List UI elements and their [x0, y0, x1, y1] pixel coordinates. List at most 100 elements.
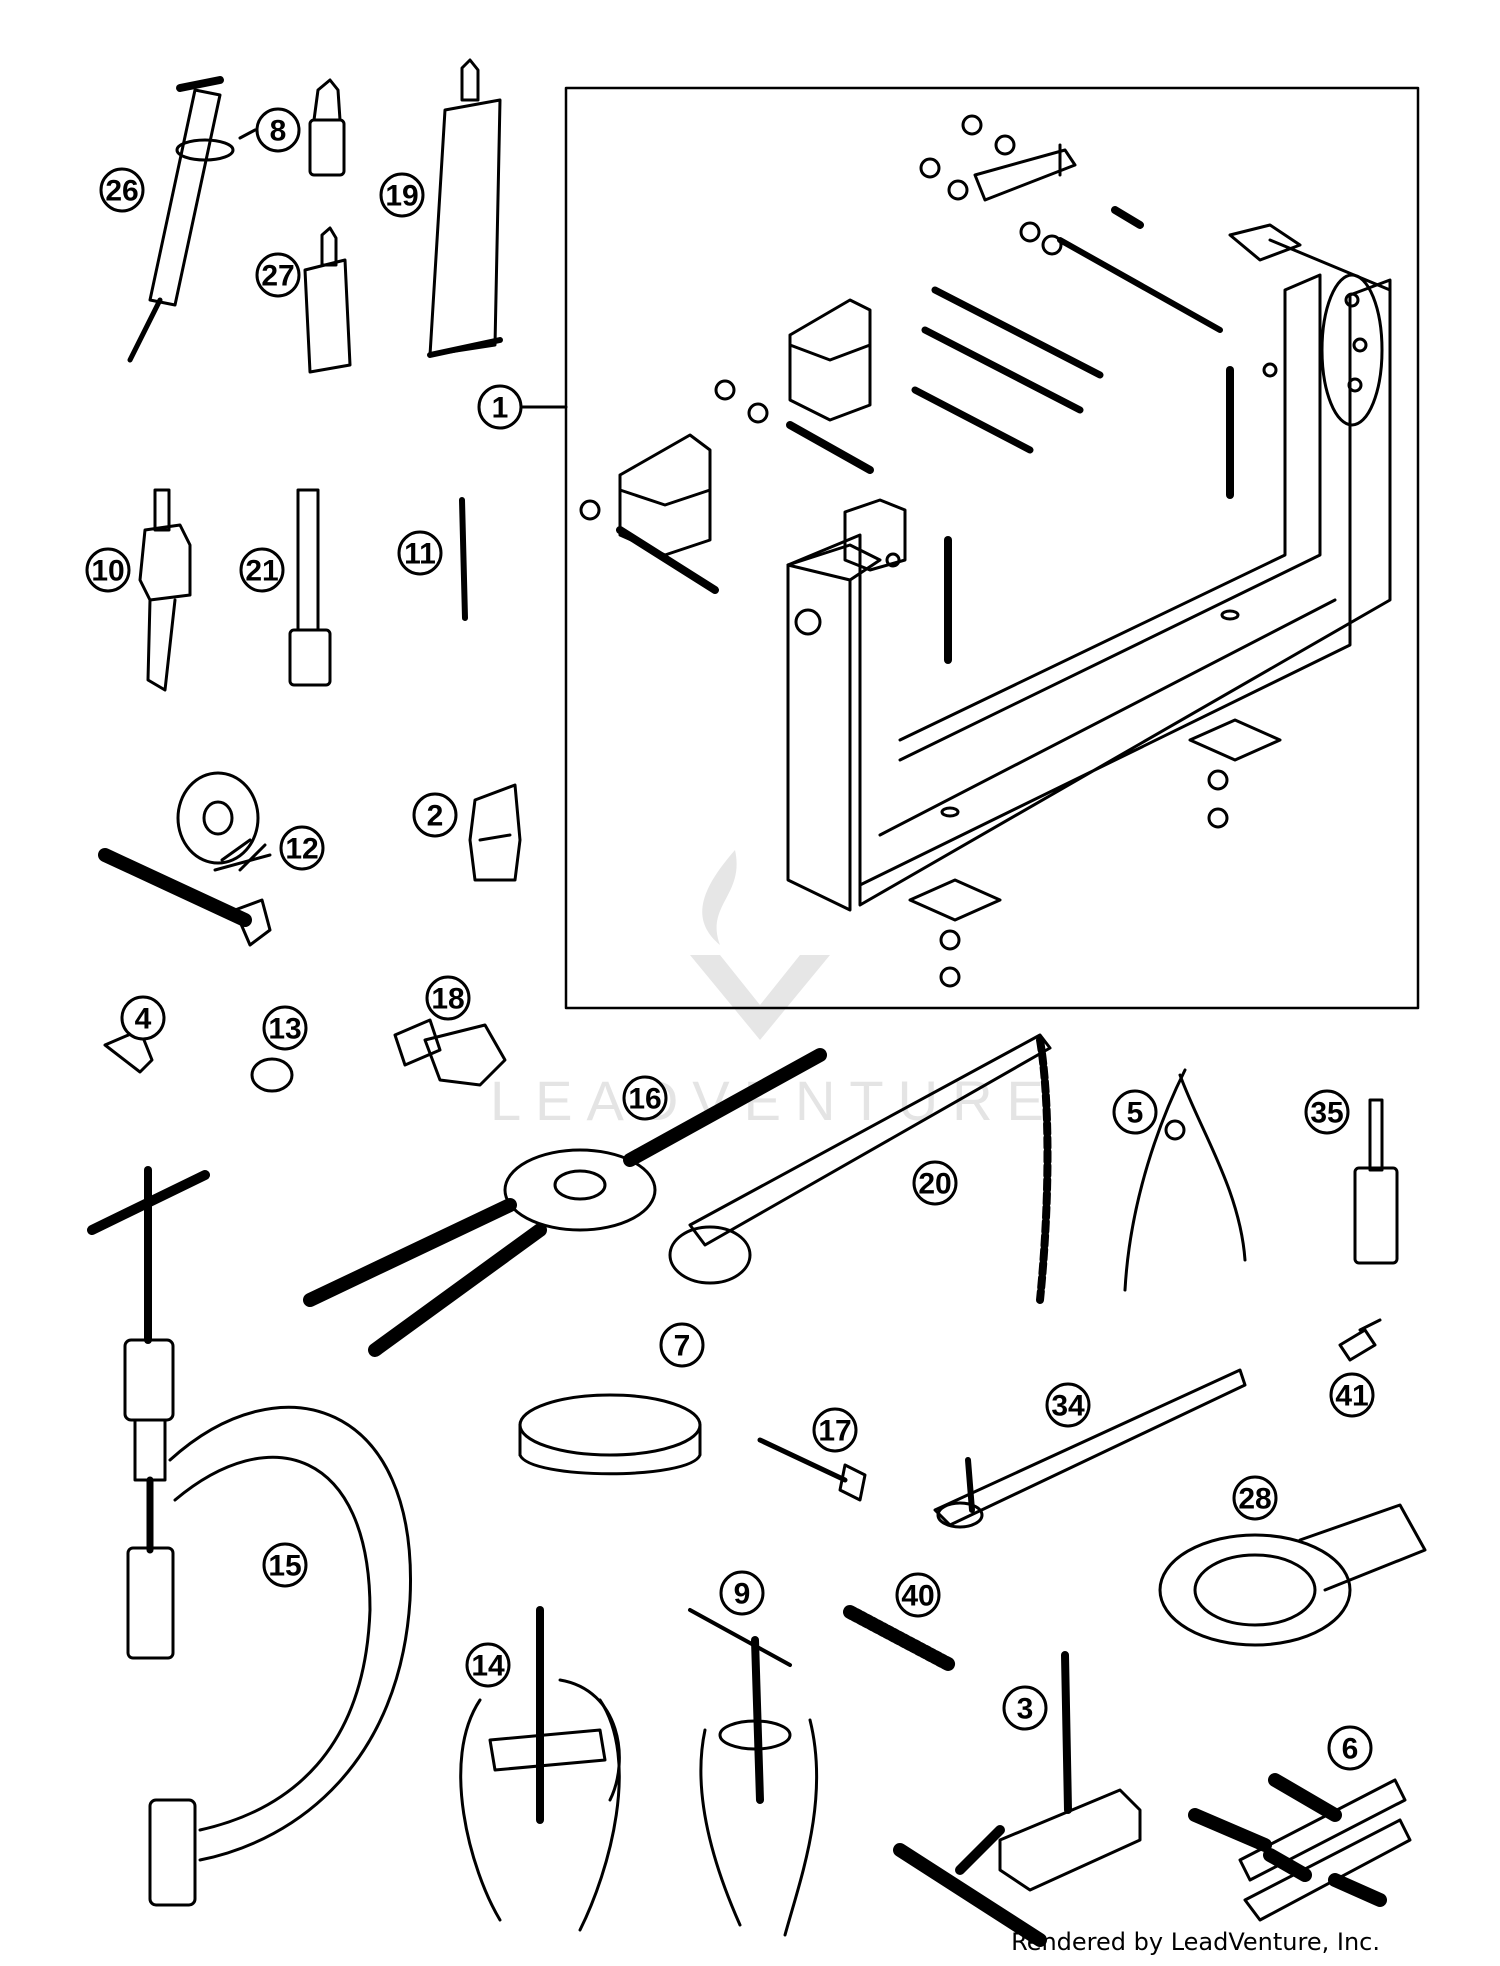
- callout-26: [99, 167, 145, 213]
- callout-19: [379, 172, 425, 218]
- grease-syringe: [127, 76, 235, 363]
- callout-number-20: 20: [918, 1168, 951, 1201]
- drift-pin: [459, 497, 468, 621]
- callout-5: [1112, 1089, 1158, 1135]
- chain-wrench: [668, 1033, 1052, 1304]
- pin-spanner: [933, 1368, 1247, 1529]
- leader-line: [238, 128, 257, 140]
- sealant-bottle: [303, 226, 352, 374]
- clutch-holder-plate: [1158, 1503, 1427, 1647]
- callout-number-21: 21: [245, 555, 278, 588]
- threaded-rod: [931, 286, 1104, 379]
- callout-labels: [85, 107, 1375, 1771]
- stand-foot-plate: [1188, 718, 1282, 762]
- callout-number-41: 41: [1335, 1380, 1368, 1413]
- callout-40: [895, 1572, 941, 1618]
- callout-16: [622, 1075, 668, 1121]
- stand-bolt: [786, 421, 874, 474]
- stand-foot-plate: [908, 878, 1002, 922]
- callout-10: [85, 547, 131, 593]
- engine-stand-frame: [564, 86, 1420, 1010]
- callout-number-6: 6: [1342, 1733, 1359, 1766]
- render-credit: Rendered by LeadVenture, Inc.: [1011, 1928, 1380, 1956]
- threaded-rod: [911, 386, 1034, 454]
- callout-number-34: 34: [1051, 1390, 1085, 1423]
- callout-number-28: 28: [1238, 1483, 1271, 1516]
- callout-14: [465, 1642, 511, 1688]
- callout-41: [1329, 1372, 1375, 1418]
- engine-stand: [786, 223, 1392, 912]
- callout-number-5: 5: [1127, 1097, 1144, 1130]
- callout-numbers: 1 2 3 4 5 6 7 8 9 10 11 12 13 14 15 16 1…: [91, 115, 1368, 1766]
- sealing-ring: [250, 1057, 294, 1093]
- callout-9: [719, 1570, 765, 1616]
- callout-2: [412, 792, 458, 838]
- callout-6: [1327, 1725, 1373, 1771]
- bearing-puller-bolt: [98, 771, 272, 947]
- stand-bolt: [1111, 206, 1144, 229]
- chain-breaker: [893, 1651, 1142, 1947]
- callout-4: [120, 995, 166, 1041]
- callout-34: [1045, 1382, 1091, 1428]
- callout-12: [279, 825, 325, 871]
- camshaft-holder: [1188, 1773, 1412, 1922]
- callout-number-8: 8: [270, 115, 287, 148]
- valve-spring-compressor: [87, 1166, 412, 1907]
- callout-35: [1304, 1089, 1350, 1135]
- callout-11: [397, 530, 443, 576]
- piston-pin-tool: [1353, 1098, 1399, 1265]
- callout-27: [255, 252, 301, 298]
- callout-number-27: 27: [261, 260, 294, 293]
- threaded-rod: [1057, 237, 1223, 333]
- callout-number-19: 19: [385, 180, 418, 213]
- callout-17: [812, 1407, 858, 1453]
- callout-number-26: 26: [105, 175, 138, 208]
- stand-bolt: [616, 526, 719, 594]
- clutch-holder: [303, 1048, 827, 1357]
- stand-plate: [973, 143, 1077, 202]
- callout-8: [255, 107, 301, 153]
- callout-number-7: 7: [674, 1330, 691, 1363]
- callout-number-15: 15: [268, 1550, 301, 1583]
- threaded-rod: [921, 326, 1084, 414]
- bearing-extractor: [138, 488, 192, 692]
- spring: [843, 1605, 957, 1672]
- three-jaw-puller-large: [459, 1606, 621, 1932]
- callout-number-11: 11: [404, 538, 436, 571]
- socket-extension: [288, 488, 332, 687]
- stand-bracket: [788, 298, 872, 422]
- callout-number-14: 14: [471, 1650, 505, 1683]
- callout-number-3: 3: [1017, 1693, 1034, 1726]
- callout-7: [659, 1322, 705, 1368]
- valve-tool: [757, 1437, 867, 1502]
- screw: [1338, 1318, 1382, 1362]
- callout-15: [262, 1542, 308, 1588]
- callout-number-4: 4: [135, 1003, 152, 1036]
- callout-number-10: 10: [91, 555, 124, 588]
- retaining-clip: [468, 783, 522, 882]
- callout-18: [425, 975, 471, 1021]
- callout-number-17: 17: [818, 1415, 851, 1448]
- callout-number-40: 40: [901, 1580, 934, 1613]
- stand-nuts: [579, 114, 1229, 988]
- flywheel-puller: [393, 1018, 507, 1087]
- callout-13: [262, 1005, 308, 1051]
- callout-21: [239, 547, 285, 593]
- callout-number-35: 35: [1310, 1097, 1343, 1130]
- callout-number-2: 2: [427, 800, 444, 833]
- callout-number-16: 16: [628, 1083, 661, 1116]
- callout-3: [1002, 1685, 1048, 1731]
- callout-1: [477, 384, 523, 430]
- callout-number-12: 12: [285, 833, 318, 866]
- callout-number-1: 1: [492, 392, 509, 425]
- piston-ring-compressor: [518, 1393, 702, 1476]
- three-jaw-puller-small: [688, 1608, 819, 1937]
- leader-line: [220, 838, 252, 862]
- callout-20: [912, 1160, 958, 1206]
- thread-locker-bottle: [308, 78, 346, 177]
- callout-number-13: 13: [268, 1013, 301, 1046]
- callout-28: [1232, 1475, 1278, 1521]
- circlip-pliers: [1123, 1068, 1247, 1292]
- sealant-tube: [427, 58, 503, 358]
